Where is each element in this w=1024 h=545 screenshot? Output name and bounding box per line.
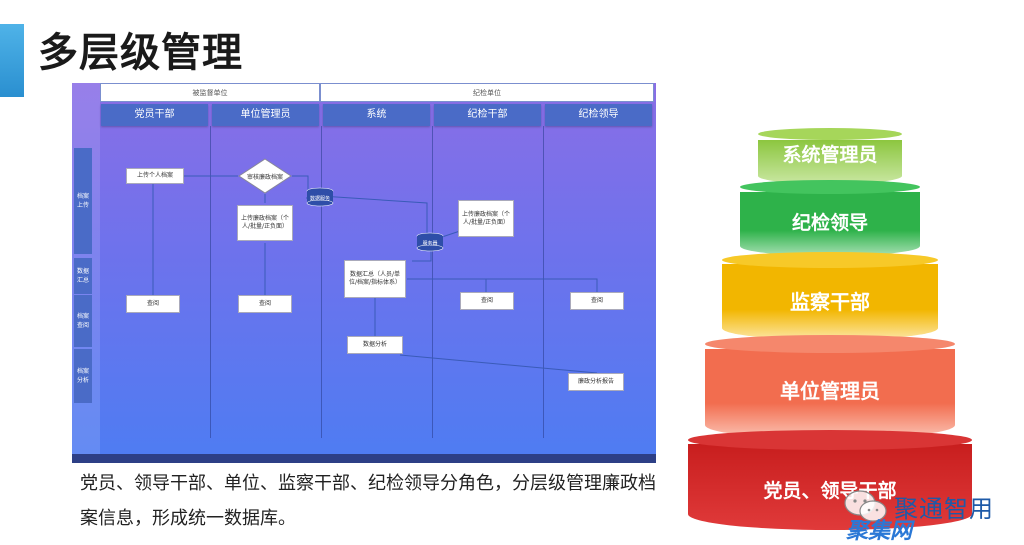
watermark-site-name: 聚集网 (846, 519, 913, 544)
lane-divider (432, 126, 433, 438)
diamond-review-label: 审核廉政档案 (246, 174, 283, 181)
wechat-logo-icon (844, 490, 887, 522)
box-upload-personal: 上传个人档案 (126, 168, 184, 184)
tier-body (740, 192, 920, 256)
query-button-unit: 查阅 (238, 295, 292, 313)
pyramid-tier-supervision: 监察干部 (722, 252, 938, 340)
server-label: 服务器 (422, 241, 438, 247)
box-upload-discipline: 上传廉政档案（个人/批量/正负面） (458, 200, 514, 237)
query-button-member: 查阅 (126, 295, 180, 313)
role-discipline-cadre: 纪检干部 (434, 104, 541, 126)
flow-connectors (152, 175, 598, 374)
role-discipline-leader: 纪检领导 (545, 104, 652, 126)
pyramid-tier-unit-admin: 单位管理员 (705, 335, 955, 439)
lane-divider (543, 126, 544, 438)
tier-label: 单位管理员 (780, 379, 880, 403)
box-analysis-report: 廉政分析报告 (568, 373, 624, 391)
tier-top (740, 180, 920, 194)
query-button-cadre: 查阅 (460, 292, 514, 310)
tier-body (722, 264, 938, 340)
server-icon (416, 232, 444, 252)
role-party-member: 党员干部 (101, 104, 208, 126)
title-accent-bar (0, 24, 24, 97)
role-unit-admin: 单位管理员 (212, 104, 319, 126)
tier-top (722, 252, 938, 268)
page-title: 多层级管理 (38, 30, 243, 76)
watermark-brand-name: 聚通智用 (894, 495, 994, 523)
pyramid-tier-system-admin: 系统管理员 (758, 128, 902, 184)
workflow-diagram: 被监督单位 纪检单位 党员干部 单位管理员 系统 纪检干部 纪检领导 档案上传 … (72, 83, 656, 463)
side-label-summary: 数据汇总 (74, 258, 92, 294)
box-data-summary: 数据汇总（人员/单位/档案/指标体系） (344, 260, 406, 298)
box-upload-unit: 上传廉政档案（个人/批量/正负面） (237, 205, 293, 241)
tier-label: 纪检领导 (791, 212, 868, 234)
decision-diamond (238, 158, 292, 194)
tier-body (688, 444, 972, 530)
side-label-analysis: 档案分析 (74, 349, 92, 403)
tier-label: 系统管理员 (782, 144, 878, 166)
side-label-upload: 档案上传 (74, 148, 92, 254)
tier-body (705, 349, 955, 439)
tier-label: 监察干部 (790, 290, 870, 314)
tier-top (705, 335, 955, 353)
database-icon (306, 187, 334, 207)
group-header-supervised: 被监督单位 (100, 83, 320, 102)
side-label-query: 档案查阅 (74, 295, 92, 347)
tier-top (758, 128, 902, 140)
lane-divider (210, 126, 211, 438)
query-button-leader: 查阅 (570, 292, 624, 310)
database-label-service: 数据服务 (309, 196, 330, 202)
group-header-discipline: 纪检单位 (320, 83, 654, 102)
tier-body (758, 140, 902, 184)
box-data-analysis: 数据分析 (347, 336, 403, 354)
description-text: 党员、领导干部、单位、监察干部、纪检领导分角色，分层级管理廉政档案信息，形成统一… (80, 473, 656, 529)
role-system: 系统 (323, 104, 430, 126)
pyramid-tier-discipline-leader: 纪检领导 (740, 180, 920, 256)
pyramid-tier-party-members: 党员、领导干部 (688, 430, 972, 530)
tier-top (688, 430, 972, 450)
lane-divider (321, 126, 322, 438)
